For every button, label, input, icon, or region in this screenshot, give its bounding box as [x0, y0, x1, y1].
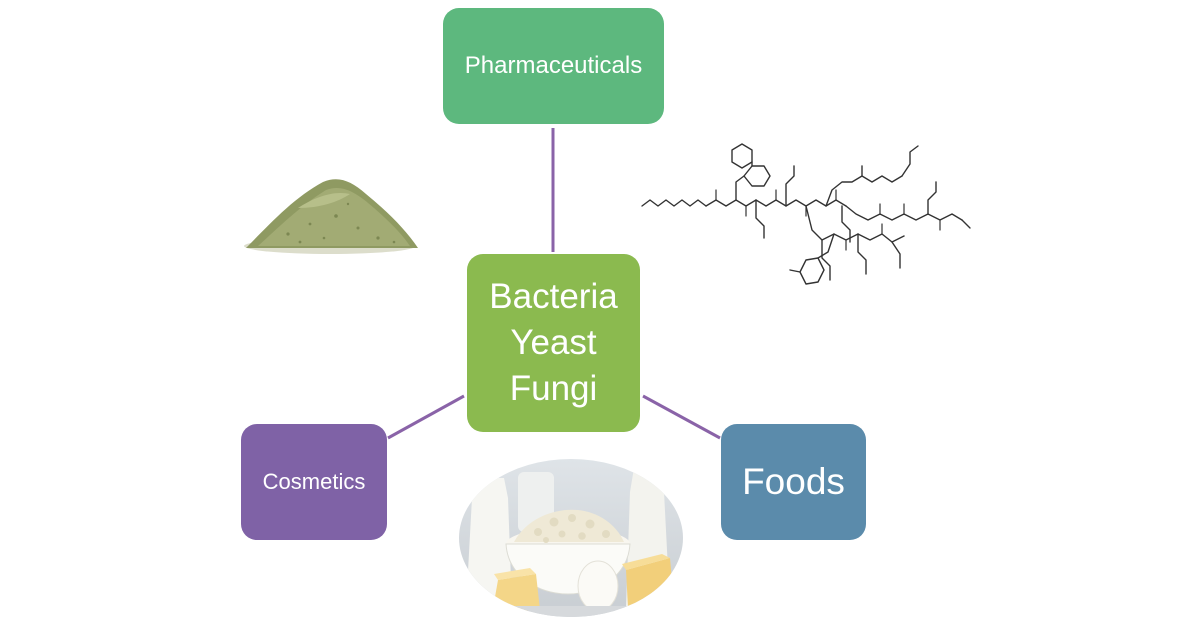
cosmetics-label: Cosmetics: [262, 469, 366, 494]
connector-center-foods: [642, 394, 721, 440]
foods-label: Foods: [742, 461, 845, 502]
connector-center-cosmetics: [387, 394, 465, 440]
foods-node: Foods: [721, 424, 866, 540]
center-label-fungi: Fungi: [509, 369, 598, 408]
molecule-structure-image: [641, 143, 971, 285]
pharmaceuticals-node: Pharmaceuticals: [443, 8, 664, 124]
dairy-products-image: [459, 459, 683, 617]
cosmetics-node: Cosmetics: [241, 424, 387, 540]
pharmaceuticals-label: Pharmaceuticals: [464, 52, 643, 79]
center-label-yeast: Yeast: [510, 323, 597, 362]
herbal-powder-image: [244, 179, 418, 254]
center-label-bacteria: Bacteria: [489, 277, 618, 316]
center-node: Bacteria Yeast Fungi: [467, 254, 640, 432]
